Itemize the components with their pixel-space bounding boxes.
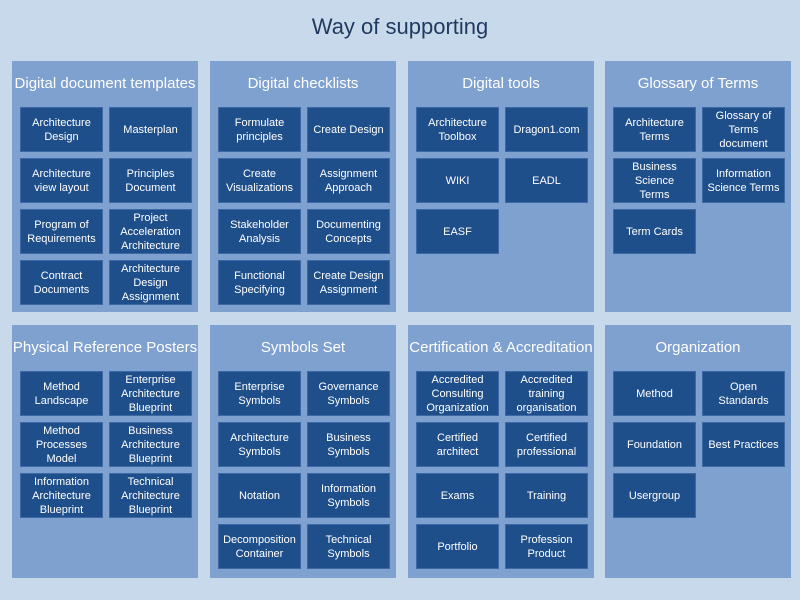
tile-architecture-view-layout[interactable]: Architecture view layout (20, 158, 103, 203)
tile-masterplan[interactable]: Masterplan (109, 107, 192, 152)
tile-enterprise-architecture-blueprint[interactable]: Enterprise Architecture Blueprint (109, 371, 192, 416)
tile-accredited-consulting-organization[interactable]: Accredited Consulting Organization (416, 371, 499, 416)
tile-wiki[interactable]: WIKI (416, 158, 499, 203)
tile-enterprise-symbols[interactable]: Enterprise Symbols (218, 371, 301, 416)
tile-create-design[interactable]: Create Design (307, 107, 390, 152)
tile-glossary-of-terms-document[interactable]: Glossary of Terms document (702, 107, 785, 152)
tile-principles-document[interactable]: Principles Document (109, 158, 192, 203)
panel-title: Symbols Set (260, 339, 346, 356)
tile-documenting-concepts[interactable]: Documenting Concepts (307, 209, 390, 254)
tile-accredited-training-organisation[interactable]: Accredited training organisation (505, 371, 588, 416)
tile-functional-specifying[interactable]: Functional Specifying (218, 260, 301, 305)
tile-information-science-terms[interactable]: Information Science Terms (702, 158, 785, 203)
tile-dragon1-com[interactable]: Dragon1.com (505, 107, 588, 152)
tile-training[interactable]: Training (505, 473, 588, 518)
tile-profession-product[interactable]: Profession Product (505, 524, 588, 569)
tile-technical-symbols[interactable]: Technical Symbols (307, 524, 390, 569)
tile-architecture-terms[interactable]: Architecture Terms (613, 107, 696, 152)
tile-best-practices[interactable]: Best Practices (702, 422, 785, 467)
page-title: Way of supporting (311, 14, 489, 39)
tile-business-science-terms[interactable]: Business Science Terms (613, 158, 696, 203)
tile-governance-symbols[interactable]: Governance Symbols (307, 371, 390, 416)
tile-stakeholder-analysis[interactable]: Stakeholder Analysis (218, 209, 301, 254)
tile-project-acceleration-architecture[interactable]: Project Acceleration Architecture (109, 209, 192, 254)
tile-portfolio[interactable]: Portfolio (416, 524, 499, 569)
tile-open-standards[interactable]: Open Standards (702, 371, 785, 416)
tile-information-symbols[interactable]: Information Symbols (307, 473, 390, 518)
panel-title: Certification & Accreditation (409, 339, 593, 356)
tile-architecture-toolbox[interactable]: Architecture Toolbox (416, 107, 499, 152)
panel-title: Physical Reference Posters (12, 339, 198, 356)
tile-notation[interactable]: Notation (218, 473, 301, 518)
panel-title: Digital document templates (14, 75, 196, 92)
tile-create-design-assignment[interactable]: Create Design Assignment (307, 260, 390, 305)
tile-easf[interactable]: EASF (416, 209, 499, 254)
tile-architecture-design[interactable]: Architecture Design (20, 107, 103, 152)
tile-exams[interactable]: Exams (416, 473, 499, 518)
tile-business-symbols[interactable]: Business Symbols (307, 422, 390, 467)
tile-formulate-principles[interactable]: Formulate principles (218, 107, 301, 152)
tile-certified-professional[interactable]: Certified professional (505, 422, 588, 467)
panel-title: Glossary of Terms (637, 75, 759, 92)
tile-method[interactable]: Method (613, 371, 696, 416)
tile-eadl[interactable]: EADL (505, 158, 588, 203)
tile-contract-documents[interactable]: Contract Documents (20, 260, 103, 305)
tile-business-architecture-blueprint[interactable]: Business Architecture Blueprint (109, 422, 192, 467)
tile-assignment-approach[interactable]: Assignment Approach (307, 158, 390, 203)
panel-title: Organization (655, 339, 741, 356)
tile-information-architecture-blueprint[interactable]: Information Architecture Blueprint (20, 473, 103, 518)
tile-architecture-design-assignment[interactable]: Architecture Design Assignment (109, 260, 192, 305)
tile-decomposition-container[interactable]: Decomposition Container (218, 524, 301, 569)
panel-title: Digital checklists (247, 75, 359, 92)
tile-method-landscape[interactable]: Method Landscape (20, 371, 103, 416)
tile-method-processes-model[interactable]: Method Processes Model (20, 422, 103, 467)
tile-usergroup[interactable]: Usergroup (613, 473, 696, 518)
tile-foundation[interactable]: Foundation (613, 422, 696, 467)
tile-architecture-symbols[interactable]: Architecture Symbols (218, 422, 301, 467)
tile-create-visualizations[interactable]: Create Visualizations (218, 158, 301, 203)
tile-term-cards[interactable]: Term Cards (613, 209, 696, 254)
tile-program-of-requirements[interactable]: Program of Requirements (20, 209, 103, 254)
tile-technical-architecture-blueprint[interactable]: Technical Architecture Blueprint (109, 473, 192, 518)
panel-title: Digital tools (462, 75, 540, 92)
tile-certified-architect[interactable]: Certified architect (416, 422, 499, 467)
